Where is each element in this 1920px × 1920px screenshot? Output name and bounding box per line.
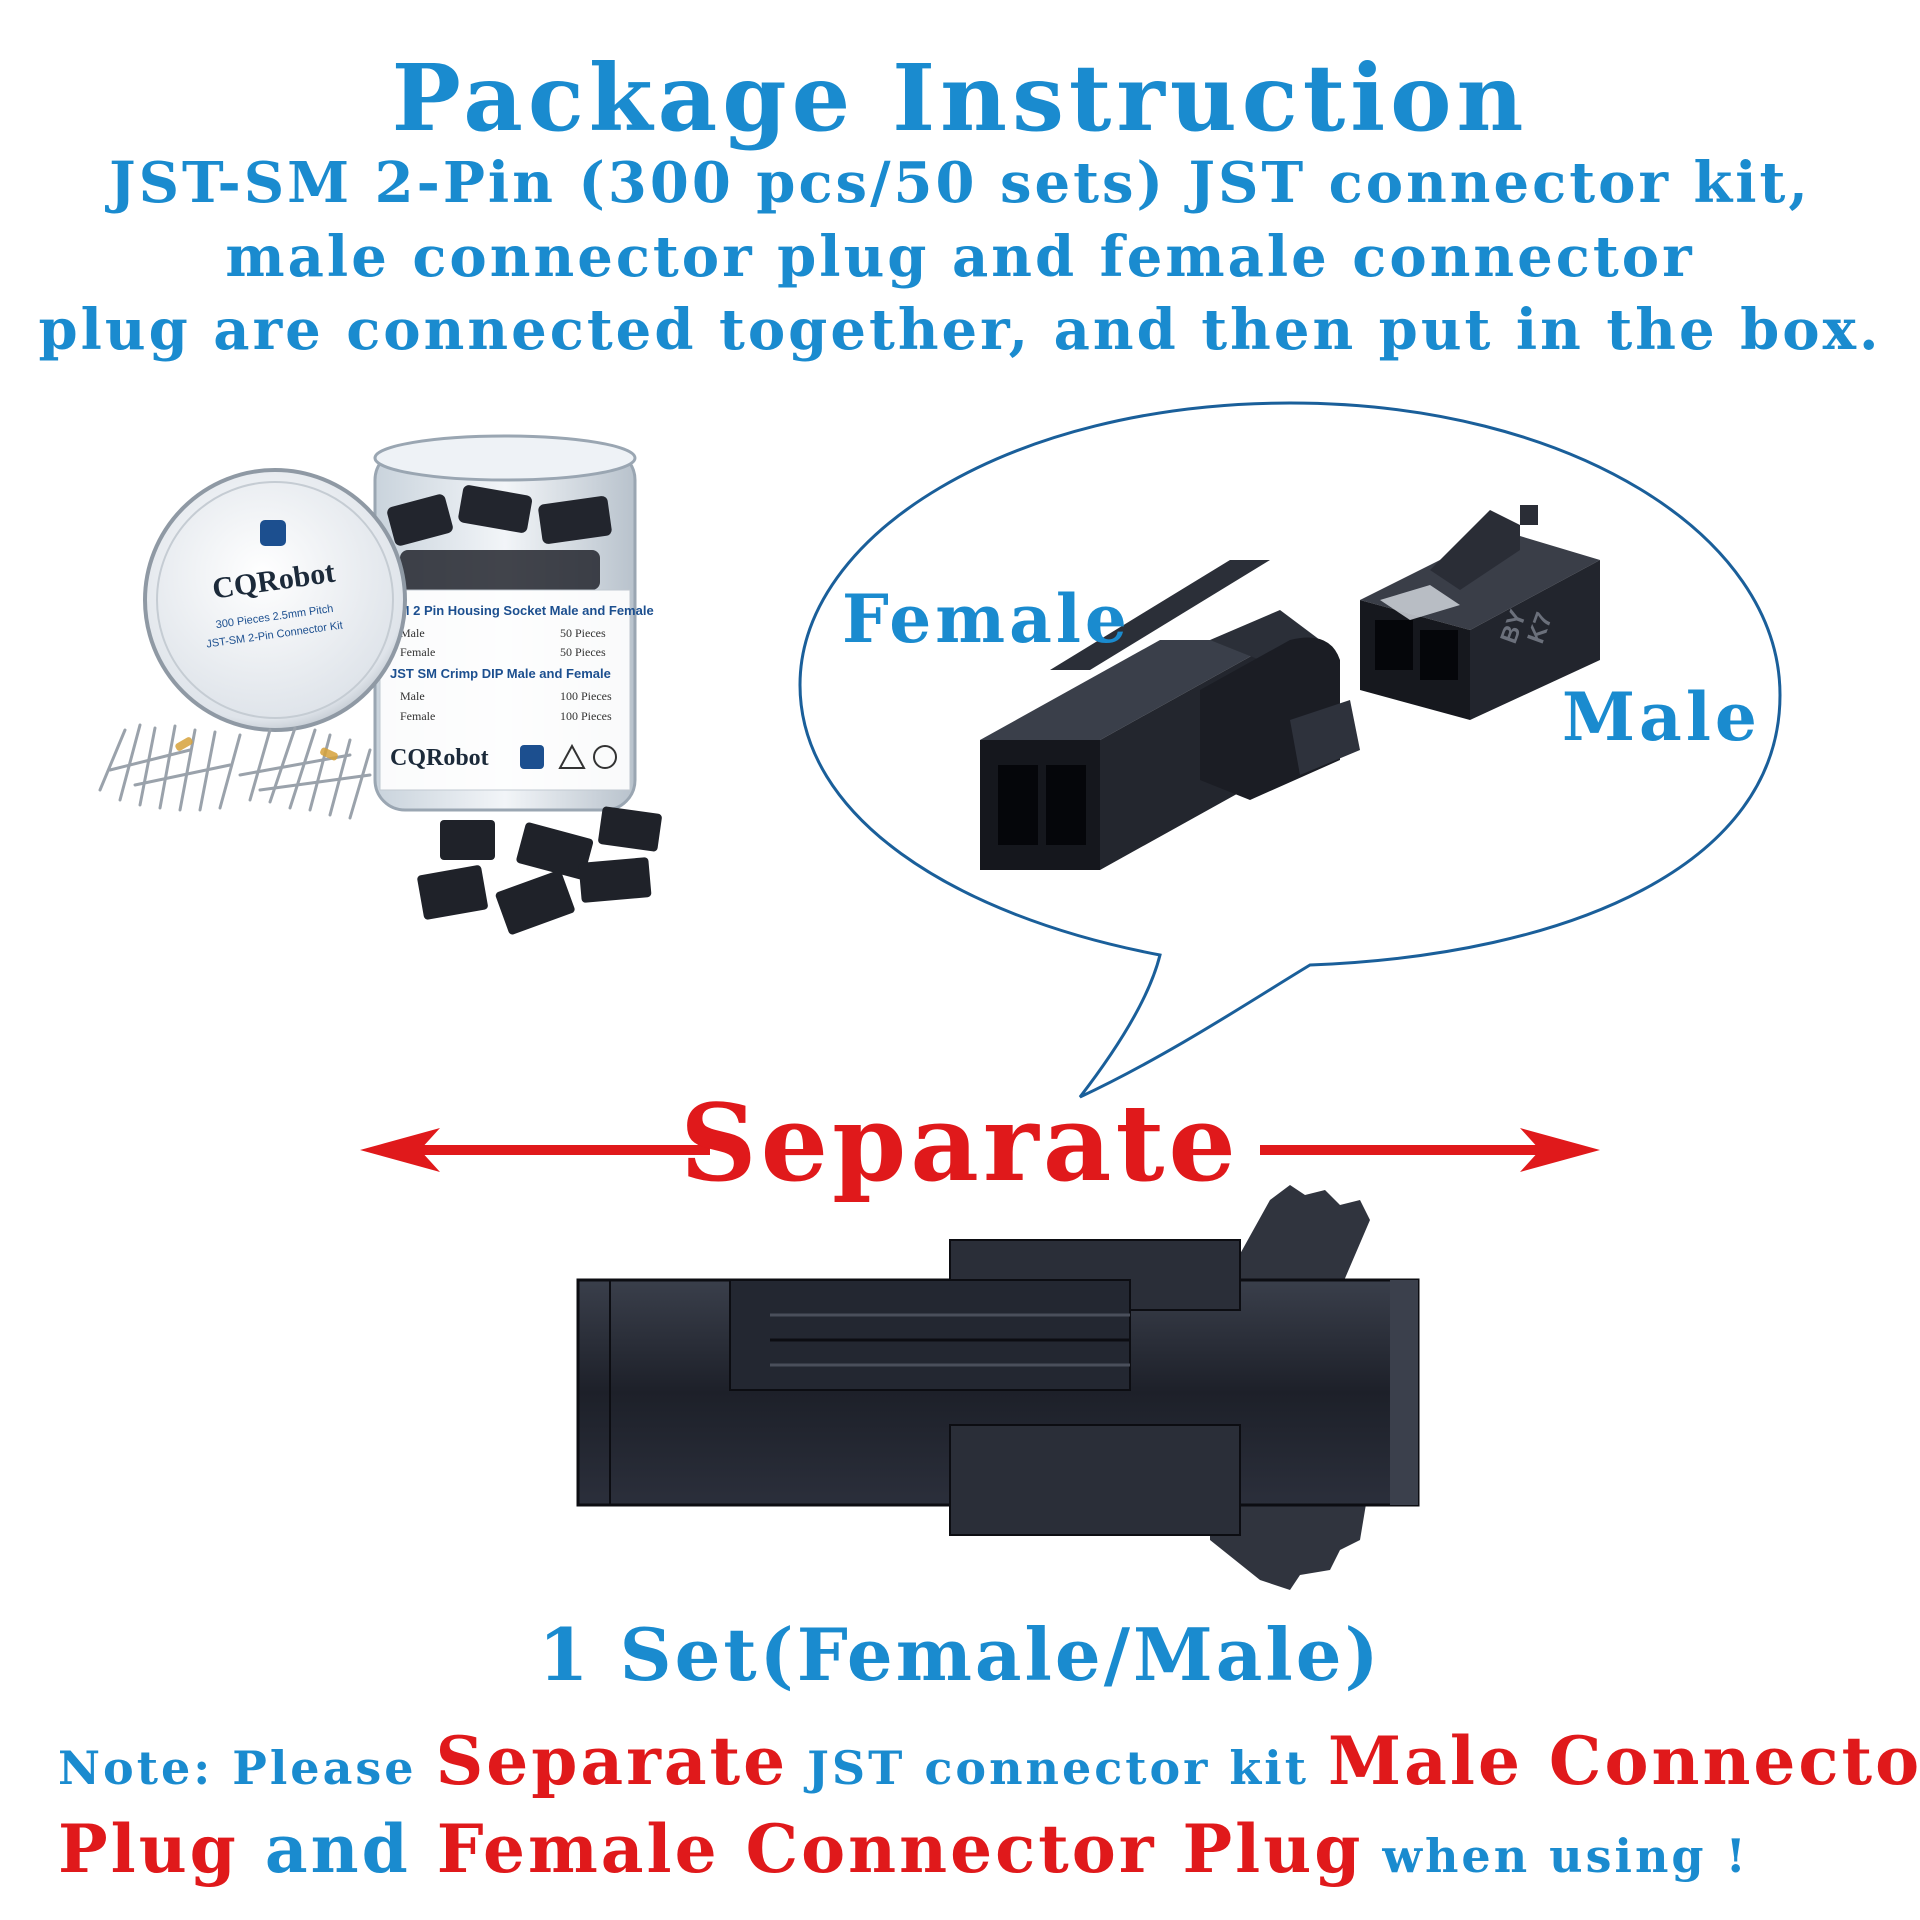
crimp-pins-pile	[98, 723, 372, 820]
product-jar-image: SM 2 Pin Housing Socket Male and Female …	[98, 434, 662, 935]
jar-label-qty-5: 100 Pieces	[560, 689, 612, 703]
speech-bubble	[798, 401, 1782, 1099]
note-part-8: when using !	[1363, 1829, 1749, 1883]
jar-label-row-3: Female	[400, 645, 435, 659]
note-part-2: Separate	[435, 1722, 789, 1800]
page-title: Package Instruction	[391, 44, 1529, 152]
female-label: Female	[842, 580, 1131, 658]
note-part-5: Plug	[58, 1810, 239, 1888]
note-part-7: Female Connector Plug	[436, 1810, 1364, 1888]
lid-logo-icon	[260, 520, 286, 546]
jar-label-row-1: SM 2 Pin Housing Socket Male and Female	[390, 603, 654, 618]
set-label: 1 Set(Female/Male)	[538, 1612, 1382, 1697]
note-part-1: Note: Please	[58, 1741, 436, 1795]
subtitle-line-2: male connector plug and female connector	[225, 224, 1695, 290]
jar-label-qty-6: 100 Pieces	[560, 709, 612, 723]
note-line-1: Note: Please Separate JST connector kit …	[58, 1722, 1920, 1800]
mated-connector-image	[576, 1185, 1420, 1590]
loose-connector	[440, 820, 495, 860]
recycle-icon	[593, 745, 617, 769]
separate-label: Separate	[680, 1080, 1240, 1205]
connector-pair-image: BY K7	[980, 505, 1600, 870]
robot-logo-icon	[520, 745, 544, 769]
jar-label-row-5: Male	[400, 689, 425, 703]
female-connector	[980, 560, 1360, 870]
note-part-4: Male Connector	[1328, 1722, 1920, 1800]
jar-label-qty-3: 50 Pieces	[560, 645, 606, 659]
jar-lid	[143, 468, 407, 732]
subtitle-line-3: plug are connected together, and then pu…	[38, 297, 1882, 363]
right-arrow-icon	[1260, 1128, 1600, 1172]
male-label: Male	[1562, 678, 1761, 756]
jar-label	[379, 589, 631, 791]
jar-label-row-4: JST SM Crimp DIP Male and Female	[390, 666, 611, 681]
jar-label-row-2: Male	[400, 626, 425, 640]
jar-label-qty-2: 50 Pieces	[560, 626, 606, 640]
note-part-6: and	[238, 1810, 437, 1888]
left-arrow-icon	[360, 1128, 710, 1172]
note-part-3: JST connector kit	[788, 1741, 1329, 1795]
jar-label-row-6: Female	[400, 709, 435, 723]
jar-brand: CQRobot	[390, 745, 489, 771]
note-line-2: Plug and Female Connector Plug when usin…	[58, 1810, 1749, 1888]
warning-icon	[558, 743, 586, 769]
male-connector: BY K7	[1360, 505, 1600, 720]
subtitle-line-1: JST-SM 2-Pin (300 pcs/50 sets) JST conne…	[109, 150, 1811, 216]
